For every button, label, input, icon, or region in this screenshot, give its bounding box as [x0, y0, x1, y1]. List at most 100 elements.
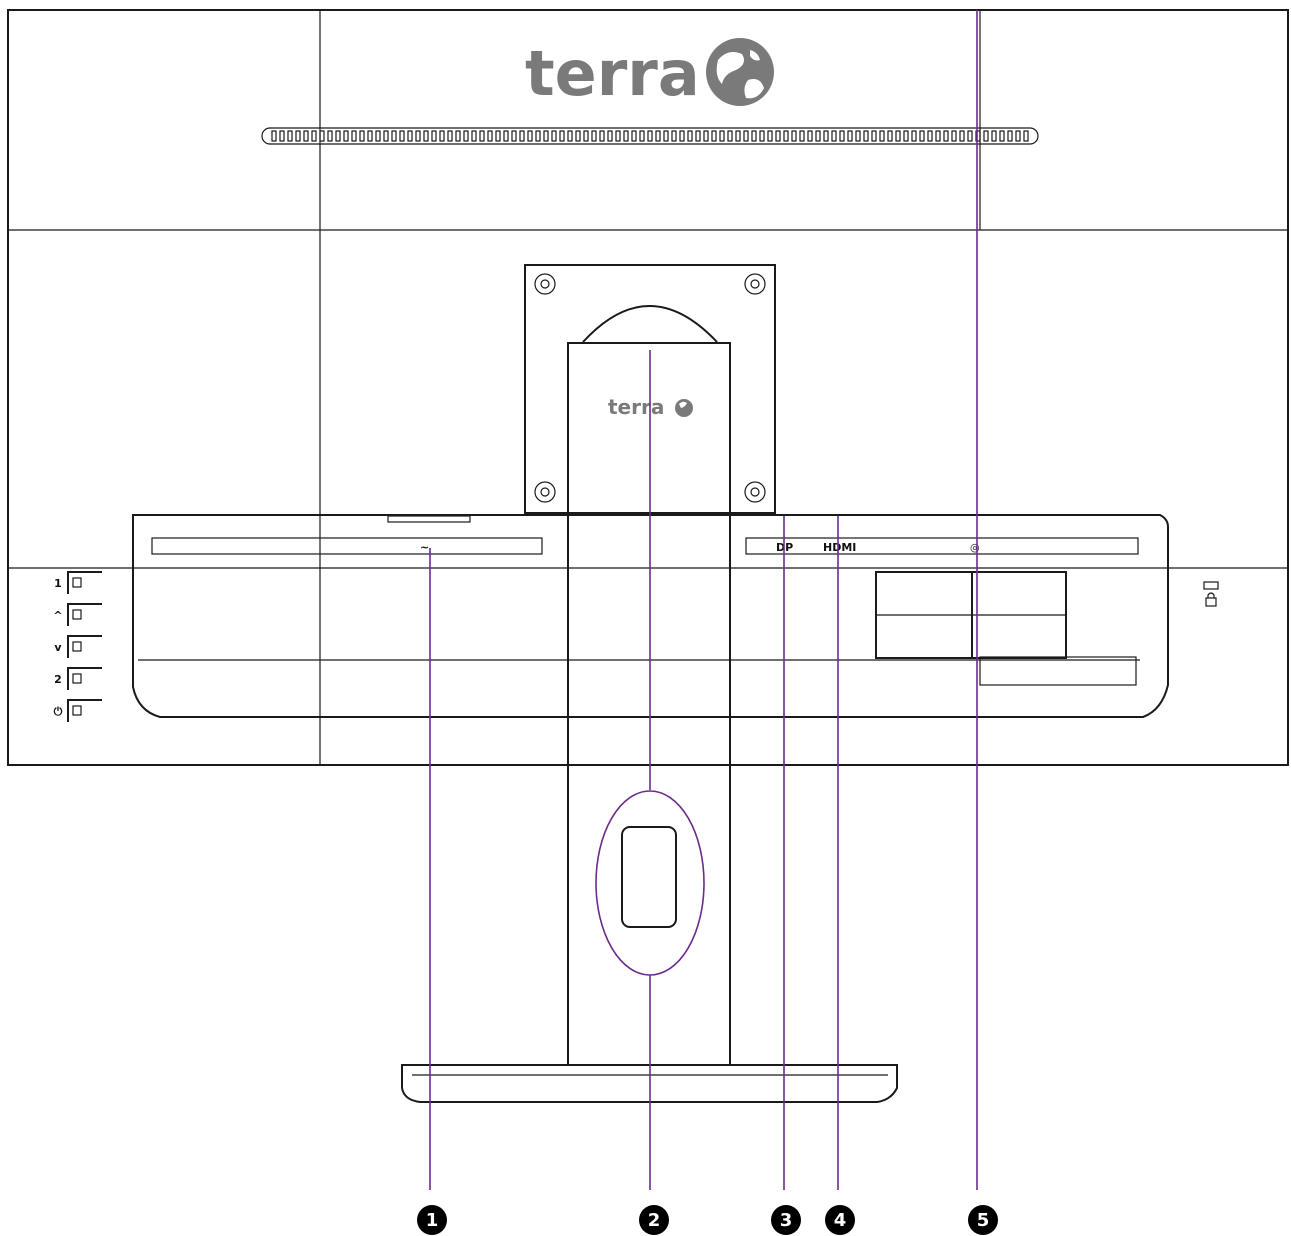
vent-slot — [815, 130, 821, 142]
callout-badge-4: 4 — [825, 1205, 855, 1235]
osd-button[interactable]: 2 — [54, 667, 102, 690]
vent-slot — [767, 130, 773, 142]
osd-button[interactable]: ^ — [53, 603, 102, 626]
callout-number: 3 — [780, 1210, 793, 1231]
audio-port-label: ◎ — [970, 541, 980, 554]
vent-slot — [1015, 130, 1021, 142]
osd-button-label: v — [54, 641, 62, 654]
vent-slot — [447, 130, 453, 142]
vent-slot — [671, 130, 677, 142]
vent-slot — [423, 130, 429, 142]
vent-slot — [927, 130, 933, 142]
stand-logo-text: terra — [608, 395, 664, 419]
vent-slot — [655, 130, 661, 142]
vent-slot — [455, 130, 461, 142]
osd-button[interactable]: ⏻ — [54, 699, 102, 722]
vent-slot — [943, 130, 949, 142]
port-block — [875, 571, 1067, 659]
vent-slot — [575, 130, 581, 142]
vent-slot — [871, 130, 877, 142]
vent-slot — [463, 130, 469, 142]
vent-slot — [967, 130, 973, 142]
vent-slot — [495, 130, 501, 142]
lock-icon — [1203, 581, 1219, 607]
vent-slot — [607, 130, 613, 142]
vent-slot — [287, 130, 293, 142]
vent-slot — [663, 130, 669, 142]
vent-slot — [935, 130, 941, 142]
vent-slot — [863, 130, 869, 142]
ventilation-grille — [261, 127, 1039, 145]
vent-slot — [727, 130, 733, 142]
vent-slot — [647, 130, 653, 142]
vent-slot — [375, 130, 381, 142]
vent-slot — [799, 130, 805, 142]
vent-slot — [895, 130, 901, 142]
vent-slot — [719, 130, 725, 142]
vent-slot — [407, 130, 413, 142]
vent-slot — [351, 130, 357, 142]
vent-slot — [839, 130, 845, 142]
vent-slot — [567, 130, 573, 142]
brand-logo: terra — [525, 37, 774, 110]
vent-slot — [591, 130, 597, 142]
vent-slot — [751, 130, 757, 142]
callout-number: 2 — [648, 1210, 661, 1231]
vent-slot — [559, 130, 565, 142]
vent-slot — [783, 130, 789, 142]
osd-button-label: 2 — [54, 673, 62, 686]
vent-slot — [759, 130, 765, 142]
vent-slot — [887, 130, 893, 142]
vent-slot — [711, 130, 717, 142]
vent-slot — [391, 130, 397, 142]
osd-button-label: ^ — [53, 609, 62, 622]
vent-slot — [343, 130, 349, 142]
callout-number: 4 — [834, 1210, 847, 1231]
hdmi-label: HDMI — [823, 541, 856, 554]
vent-slot — [295, 130, 301, 142]
vent-slot — [479, 130, 485, 142]
vent-slot — [535, 130, 541, 142]
osd-button[interactable]: v — [54, 635, 102, 658]
vent-slot — [919, 130, 925, 142]
vent-slot — [983, 130, 989, 142]
vent-slot — [335, 130, 341, 142]
callout-number: 5 — [977, 1210, 990, 1231]
vesa-screw — [534, 481, 556, 503]
osd-button-column: 1 ^ v 2 ⏻ — [53, 571, 102, 722]
vent-slot — [439, 130, 445, 142]
vent-slot — [279, 130, 285, 142]
globe-icon — [675, 399, 693, 417]
cable-management-hole — [621, 826, 677, 928]
vent-slot — [583, 130, 589, 142]
vent-slot — [1007, 130, 1013, 142]
osd-button-label: ⏻ — [54, 705, 63, 718]
vent-slot — [775, 130, 781, 142]
vent-slot — [383, 130, 389, 142]
power-port-label: ~ — [420, 541, 429, 554]
vent-slot — [503, 130, 509, 142]
vent-slot — [511, 130, 517, 142]
callout-badge-5: 5 — [968, 1205, 998, 1235]
osd-button[interactable]: 1 — [54, 571, 102, 594]
vent-slot — [807, 130, 813, 142]
vent-slot — [975, 130, 981, 142]
vent-slot — [695, 130, 701, 142]
vent-slot — [319, 130, 325, 142]
globe-icon — [706, 38, 774, 106]
vent-slot — [823, 130, 829, 142]
vent-slot — [847, 130, 853, 142]
brand-logo-text: terra — [525, 37, 700, 110]
vent-slot — [487, 130, 493, 142]
stand-neck: terra — [567, 342, 731, 1066]
vent-slot — [271, 130, 277, 142]
callout-badge-2: 2 — [639, 1205, 669, 1235]
vent-slot — [911, 130, 917, 142]
vent-slot — [527, 130, 533, 142]
vent-slot — [615, 130, 621, 142]
vent-slot — [359, 130, 365, 142]
vent-slot — [703, 130, 709, 142]
vent-slot — [639, 130, 645, 142]
callout-number: 1 — [426, 1210, 439, 1231]
